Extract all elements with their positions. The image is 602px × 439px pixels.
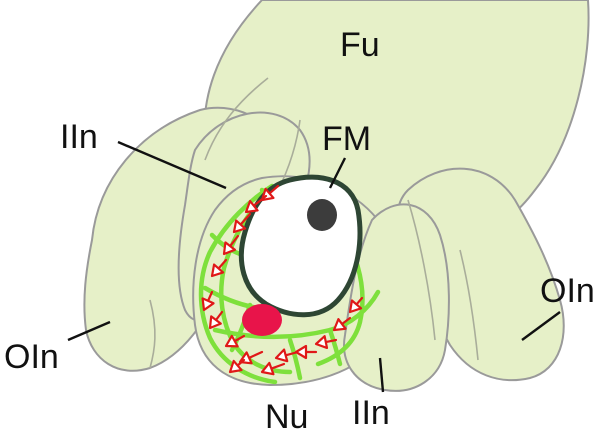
functional-megaspore — [241, 177, 360, 315]
label-iin-lower: IIn — [352, 394, 390, 432]
label-oin-right: OIn — [540, 272, 595, 310]
label-iin-upper: IIn — [60, 118, 98, 156]
label-fu: Fu — [340, 26, 380, 64]
label-fm: FM — [322, 120, 371, 158]
red-spot — [242, 304, 282, 336]
label-oin-left: OIn — [4, 338, 59, 376]
megaspore-cell — [241, 177, 360, 315]
label-nu: Nu — [265, 398, 308, 436]
megaspore-nucleus — [307, 199, 337, 231]
